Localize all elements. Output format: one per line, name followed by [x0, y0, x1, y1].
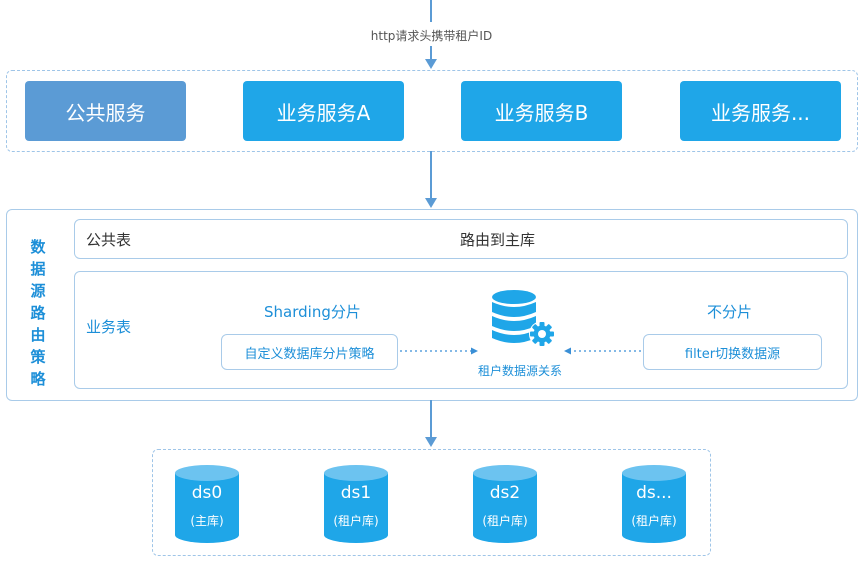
no-sharding-strategy: filter切换数据源: [643, 334, 822, 370]
sharding-strategy: 自定义数据库分片策略: [221, 334, 398, 370]
arrow-line-mid: [430, 151, 432, 199]
public-table-route: 路由到主库: [460, 231, 536, 249]
arrow-line-bottom: [430, 400, 432, 438]
public-table-row: [74, 219, 848, 259]
request-line-bottom: [430, 46, 432, 60]
databases-panel: [152, 449, 711, 556]
request-label: http请求头携带租户ID: [370, 29, 493, 43]
db-sub-1: (租户库): [333, 514, 379, 528]
connector-left-arrow: [471, 347, 478, 355]
db-name-1: ds1: [340, 483, 372, 503]
db-cylinder-1: [324, 465, 388, 543]
db-cylinder-2: [473, 465, 537, 543]
db-cylinder-0: [175, 465, 239, 543]
db-sub-3: (租户库): [631, 514, 677, 528]
no-sharding-title: 不分片: [707, 303, 753, 321]
public-table-label: 公共表: [86, 231, 132, 249]
db-sub-0: (主库): [190, 514, 224, 528]
arrow-head-mid: [425, 198, 437, 208]
service-more: 业务服务...: [680, 81, 841, 141]
business-table-label: 业务表: [86, 318, 132, 336]
tenant-datasource-label: 租户数据源关系: [477, 364, 562, 378]
routing-vertical-title: 数 据 源 路 由 策 略: [30, 238, 46, 388]
connector-right-arrow: [564, 347, 571, 355]
db-sub-2: (租户库): [482, 514, 528, 528]
arrow-head-bottom: [425, 437, 437, 447]
db-name-2: ds2: [489, 483, 521, 503]
db-cylinder-3: [622, 465, 686, 543]
request-line-top: [430, 0, 432, 22]
service-a: 业务服务A: [243, 81, 404, 141]
db-name-0: ds0: [191, 483, 223, 503]
request-arrow-head: [425, 59, 437, 69]
service-b: 业务服务B: [461, 81, 622, 141]
sharding-title: Sharding分片: [264, 303, 361, 321]
service-public: 公共服务: [25, 81, 186, 141]
database-gear-icon: [492, 290, 555, 347]
db-name-3: ds...: [636, 483, 672, 503]
